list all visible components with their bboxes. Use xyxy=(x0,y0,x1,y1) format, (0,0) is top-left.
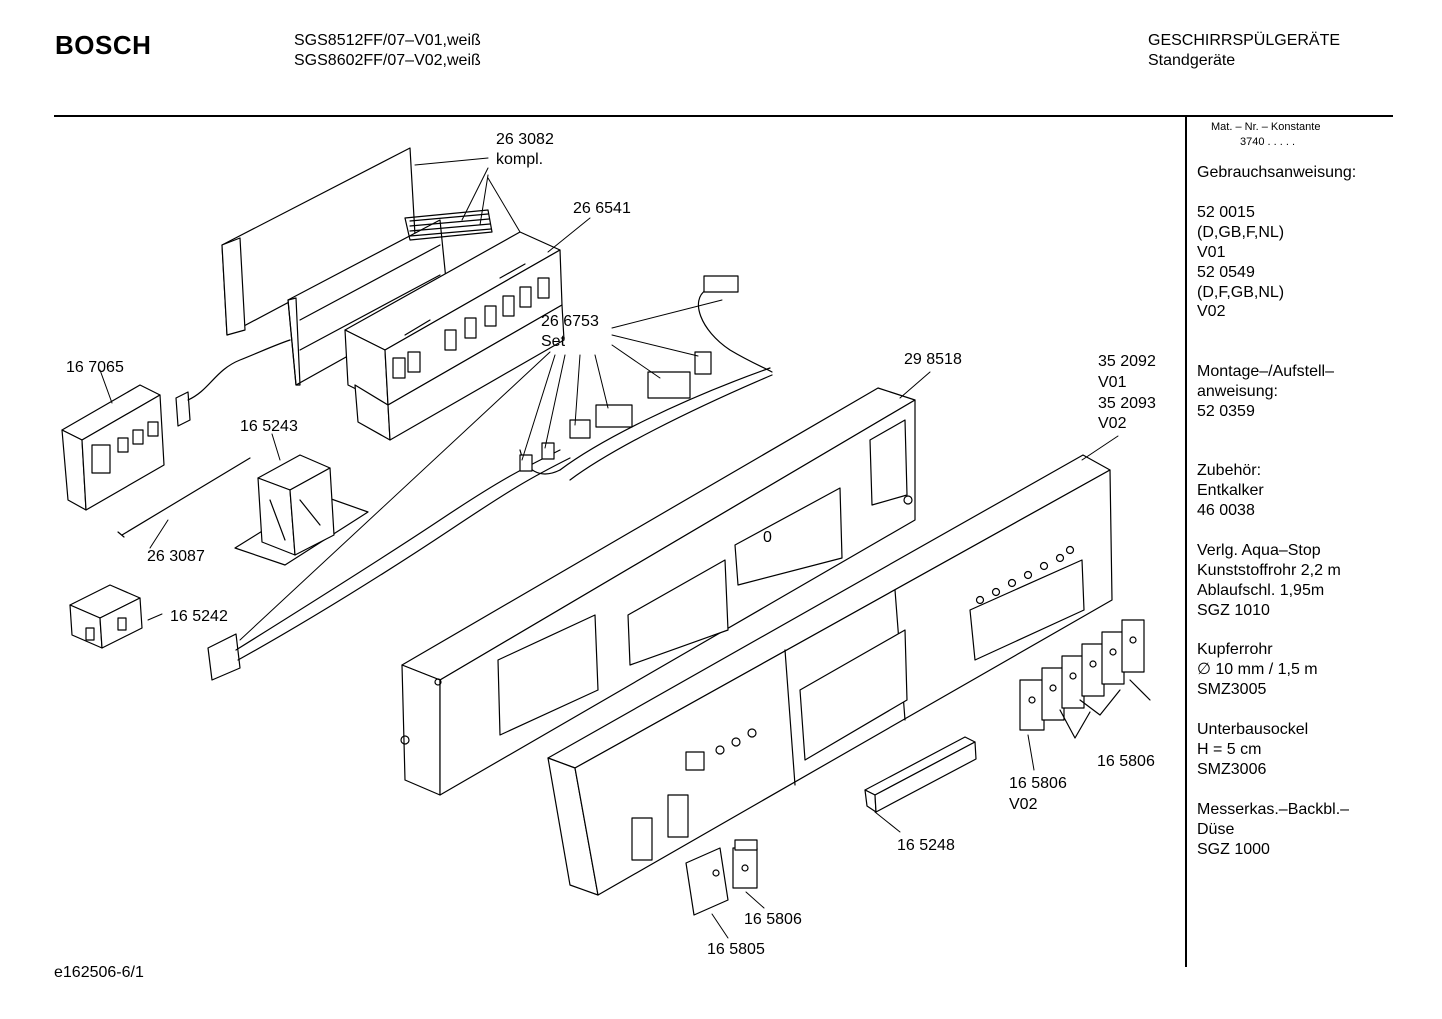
part-label: 16 5243 xyxy=(240,418,298,435)
sidebar-line: H = 5 cm xyxy=(1197,741,1262,758)
sidebar-line: Kupferrohr xyxy=(1197,641,1273,658)
key-strip xyxy=(865,737,976,812)
category-title: GESCHIRRSPÜLGERÄTE xyxy=(1148,32,1341,49)
sidebar-line: Montage–/Aufstell– xyxy=(1197,363,1334,380)
header-rule xyxy=(54,115,1393,117)
rod xyxy=(118,458,250,537)
electronic-module xyxy=(345,232,564,440)
part-label: 26 3082 xyxy=(496,131,554,148)
sidebar-line: 52 0359 xyxy=(1197,403,1255,420)
sidebar-line: SGZ 1000 xyxy=(1197,841,1270,858)
part-label: 26 3087 xyxy=(147,548,205,565)
mat-nr-label: Mat. – Nr. – Konstante xyxy=(1211,121,1321,133)
mat-nr-value: 3740 . . . . . xyxy=(1240,136,1296,148)
sidebar-line: Kunststoffrohr 2,2 m xyxy=(1197,562,1341,579)
display-module xyxy=(62,340,290,510)
sidebar-line: (D,GB,F,NL) xyxy=(1197,224,1285,241)
sidebar-line: Zubehör: xyxy=(1197,462,1262,479)
sidebar-line: Düse xyxy=(1197,821,1235,838)
sidebar-line: Gebrauchsanweisung: xyxy=(1197,164,1357,181)
control-unit-housing xyxy=(222,91,492,385)
sidebar-line: (D,F,GB,NL) xyxy=(1197,284,1285,301)
drawing-id: e162506-6/1 xyxy=(54,964,144,981)
door-switch xyxy=(70,585,142,648)
sidebar-line: ∅ 10 mm / 1,5 m xyxy=(1197,661,1318,678)
sidebar-line: V02 xyxy=(1197,303,1226,320)
leader-lines xyxy=(100,158,1118,938)
sidebar-divider xyxy=(1185,117,1187,967)
part-label: 26 6541 xyxy=(573,200,631,217)
part-label: 29 8518 xyxy=(904,351,962,368)
model-line-2: SGS8602FF/07–V02,weiß xyxy=(294,52,481,69)
front-fascia xyxy=(548,455,1112,895)
single-buttons xyxy=(686,840,757,915)
part-label: V01 xyxy=(1098,374,1127,391)
sidebar-line: Messerkas.–Backbl.– xyxy=(1197,801,1350,818)
part-label: kompl. xyxy=(496,151,544,168)
sidebar-line: V01 xyxy=(1197,244,1226,261)
part-label: 16 5805 xyxy=(707,941,765,958)
sidebar-line: 46 0038 xyxy=(1197,502,1255,519)
sidebar-line: Unterbausockel xyxy=(1197,721,1309,738)
sidebar-line: SMZ3005 xyxy=(1197,681,1267,698)
part-label: V02 xyxy=(1009,796,1038,813)
part-label: 35 2093 xyxy=(1098,395,1156,412)
part-label: 16 5242 xyxy=(170,608,228,625)
model-line-1: SGS8512FF/07–V01,weiß xyxy=(294,32,481,49)
sidebar-line: Entkalker xyxy=(1197,482,1264,499)
sidebar-line: 52 0015 xyxy=(1197,204,1255,221)
sidebar-line: 52 0549 xyxy=(1197,264,1255,281)
part-label: 35 2092 xyxy=(1098,353,1156,370)
part-label: V02 xyxy=(1098,415,1127,432)
sidebar-line: SMZ3006 xyxy=(1197,761,1267,778)
inner-frame xyxy=(401,388,915,795)
sidebar-line: SGZ 1010 xyxy=(1197,602,1270,619)
part-label: 16 5248 xyxy=(897,837,955,854)
part-label: 16 7065 xyxy=(66,359,124,376)
sidebar-line: anweisung: xyxy=(1197,383,1278,400)
sidebar-line: Verlg. Aqua–Stop xyxy=(1197,542,1321,559)
part-label: Set xyxy=(541,333,566,350)
part-label: 16 5806 xyxy=(1097,753,1155,770)
switch-bracket xyxy=(235,455,368,565)
subcategory-title: Standgeräte xyxy=(1148,52,1236,69)
push-buttons xyxy=(1020,620,1150,738)
part-label: 0 xyxy=(763,529,772,546)
brand-logo: BOSCH xyxy=(55,30,152,60)
part-label: 16 5806 xyxy=(1009,775,1067,792)
part-label: 26 6753 xyxy=(541,313,599,330)
part-label: 16 5806 xyxy=(744,911,802,928)
sidebar-line: Ablaufschl. 1,95m xyxy=(1197,582,1325,599)
